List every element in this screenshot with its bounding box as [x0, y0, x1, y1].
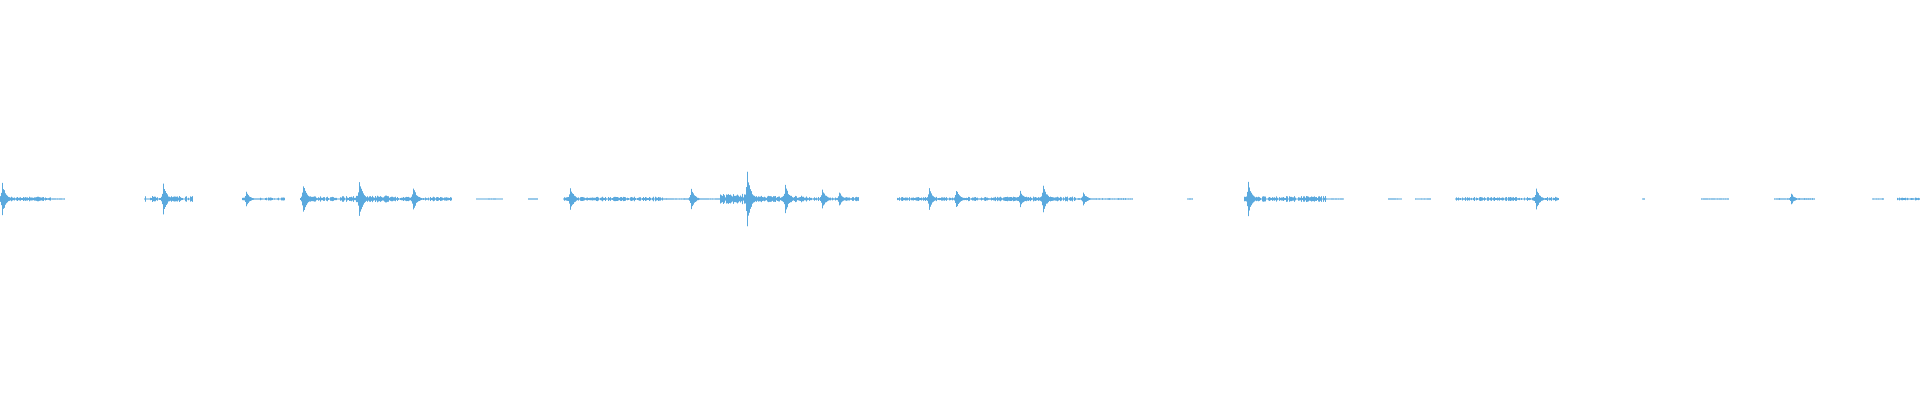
waveform-path-group [0, 171, 1920, 227]
waveform-path [0, 171, 1920, 227]
